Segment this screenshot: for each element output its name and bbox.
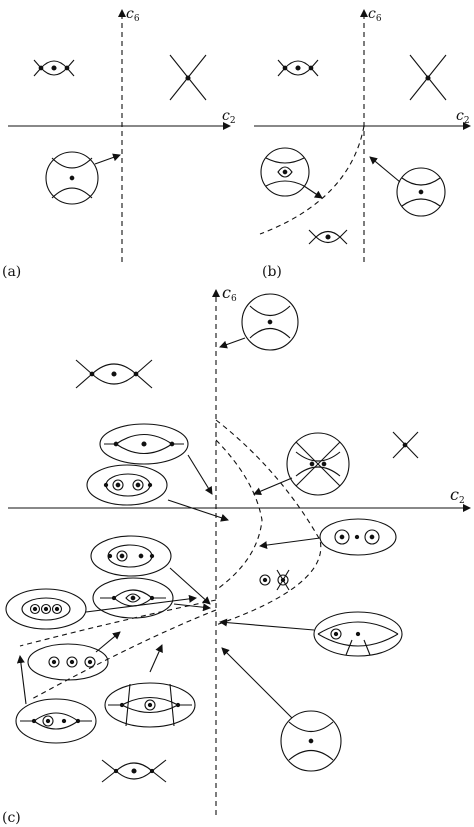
arrow-c-8 [16, 655, 27, 705]
arrow-b-right [369, 156, 401, 183]
curve-outer-c [215, 419, 322, 626]
oval-c-1 [99, 423, 189, 465]
panel-c [5, 289, 471, 815]
arrow-c-6b [149, 644, 163, 673]
circle-bottom-c [280, 710, 342, 772]
panel-label-a: (a) [2, 264, 21, 280]
oval-c-6 [27, 643, 109, 681]
panel-a [8, 9, 231, 262]
saddle-cross-b [409, 54, 447, 101]
oval-c-3 [90, 535, 172, 577]
c6-label-b: c6 [368, 6, 382, 24]
arrow-c-bottom [221, 647, 293, 719]
arrow-c-2 [167, 499, 229, 522]
arrow-c-6 [95, 631, 121, 653]
orbit-loop-b-bottom [308, 229, 348, 245]
panel-label-c: (c) [2, 810, 21, 826]
c2-label-a: c2 [222, 108, 236, 126]
orbit-loop-b [277, 59, 319, 77]
arrow-c-1 [187, 454, 213, 495]
oval-c-4 [92, 577, 174, 619]
arrow-c-right [259, 537, 321, 550]
panel-label-b: (b) [262, 264, 282, 280]
c2-label-c: c2 [450, 485, 465, 506]
arrow-c-right-lower [219, 618, 315, 631]
saddle-cross-a [169, 54, 207, 101]
orbit-loop-a [33, 59, 75, 77]
c2-label-b: c2 [456, 108, 470, 126]
curve-left-lower-c [29, 609, 217, 701]
oval-c-5 [5, 588, 87, 630]
arrow-b-left [303, 185, 323, 199]
arrow-a [94, 153, 121, 165]
oval-c-right-lower [313, 611, 403, 657]
circle-inset-a [45, 151, 99, 205]
c6-label-a: c6 [126, 6, 140, 24]
arrow-c-cross [253, 477, 293, 495]
curve-inner-c [215, 439, 263, 591]
circle-inset-b-left [260, 147, 310, 197]
orbit-loop-c-bottom [101, 759, 167, 783]
circle-top-c [241, 293, 299, 351]
oval-c-2 [86, 464, 168, 506]
oval-c-7 [104, 682, 196, 728]
arrow-c-5 [85, 594, 197, 613]
saddle-cross-c [392, 431, 419, 459]
orbit-loop-c-top [75, 359, 153, 389]
c6-label-c: c6 [222, 283, 237, 304]
curve-left-upper-c [19, 599, 217, 647]
oval-c-8 [15, 698, 97, 744]
arrow-c-top [219, 337, 246, 349]
arrow-c-4 [173, 603, 211, 612]
bifurcation-curve-b [259, 125, 365, 235]
oval-c-right [319, 518, 397, 556]
circle-inset-b-right [396, 167, 446, 217]
panel-b [254, 9, 471, 262]
circle-cross-c [286, 432, 350, 496]
arrow-c-3 [169, 567, 211, 605]
small-orbit-c [259, 569, 290, 591]
